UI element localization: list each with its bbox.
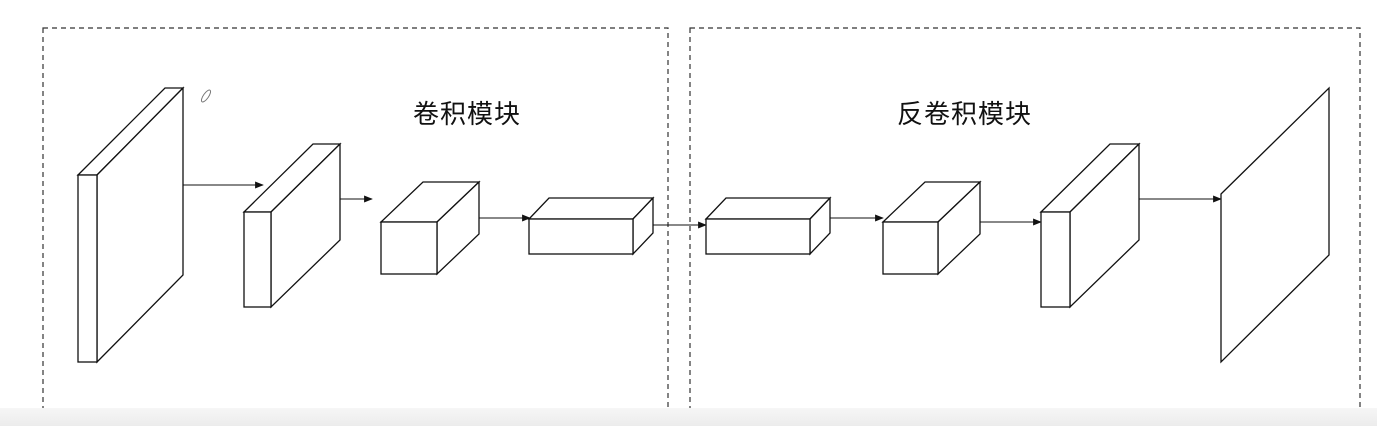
deconv-block-2 — [881, 180, 982, 276]
block-front-face — [243, 211, 272, 308]
input-feature-block — [76, 86, 185, 364]
block-front-face — [1040, 211, 1071, 308]
conv-module-label: 卷积模块 — [413, 100, 522, 130]
block-top-face — [704, 197, 832, 220]
deconv-block-3 — [1039, 142, 1141, 309]
conv-block-1 — [242, 142, 342, 309]
pen-cursor-icon — [200, 89, 212, 103]
conv-block-2 — [379, 180, 481, 276]
block-front-face — [705, 218, 811, 255]
deconv-module-label: 反卷积模块 — [897, 100, 1033, 130]
block-front-face — [528, 218, 634, 255]
block-top-face — [527, 197, 655, 220]
block-front-face — [77, 174, 98, 363]
deconv-block-1 — [704, 196, 832, 256]
connection-arrows — [183, 181, 1222, 229]
block-front-face — [882, 221, 939, 275]
block-front-face — [380, 221, 438, 275]
bottom-edge-band — [0, 408, 1377, 426]
output-plane — [1220, 86, 1330, 364]
conv-block-3 — [527, 196, 655, 256]
